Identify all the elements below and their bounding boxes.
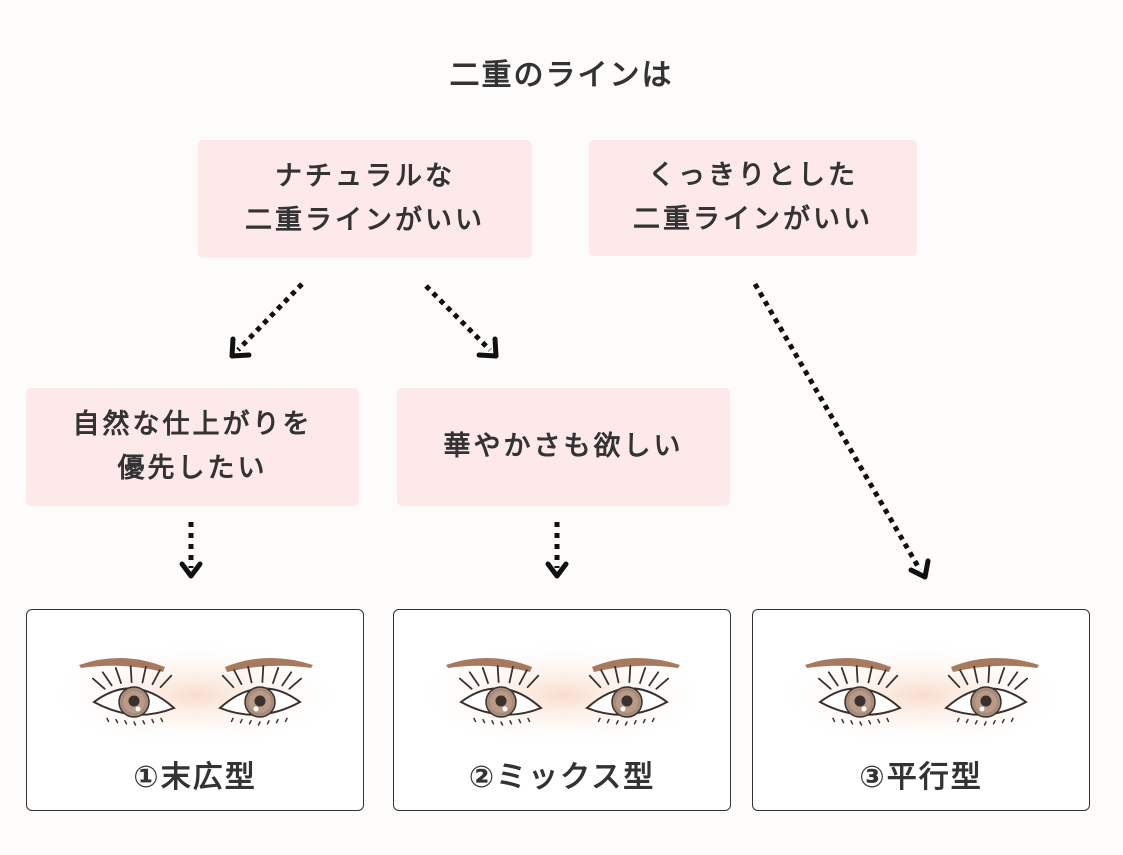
choice-text-line1: 自然な仕上がりを [72, 409, 313, 440]
arrowhead-icon [545, 561, 569, 579]
choice-text-line1: くっきりとした [648, 160, 858, 191]
skin-glow [413, 640, 713, 750]
right-eyebrow [951, 657, 1039, 672]
arrowhead-icon [476, 336, 499, 359]
result-label: ①末広型 [133, 760, 257, 795]
left-eye [817, 665, 902, 726]
left-eyebrow [79, 657, 165, 672]
left-eye [91, 665, 176, 726]
eyes-illustration-icon [413, 640, 713, 750]
arrowhead-icon [908, 558, 931, 580]
right-eyebrow [592, 657, 680, 672]
choice-clear-line: くっきりとした 二重ラインがいい [589, 140, 917, 256]
right-eye [218, 665, 303, 726]
eyes-illustration-icon [772, 640, 1072, 750]
choice-glamour: 華やかさも欲しい [397, 388, 730, 506]
right-eye [944, 665, 1029, 726]
choice-text-line2: 二重ラインがいい [245, 205, 485, 236]
arrowhead-icon [229, 336, 252, 359]
left-eyebrow [446, 657, 532, 672]
arrow-line-to-natural-finish [236, 282, 304, 352]
result-card-mix: ②ミックス型 [393, 609, 731, 811]
choice-text-line1: ナチュラルな [275, 161, 455, 192]
result-card-parallel: ③平行型 [752, 609, 1090, 811]
arrow-line-to-parallel [752, 282, 923, 572]
arrow-line-to-glamour [424, 284, 492, 352]
eyes-illustration-icon [46, 640, 346, 750]
choice-text-line1: 華やかさも欲しい [443, 431, 684, 462]
skin-glow [46, 640, 346, 750]
choice-natural-line: ナチュラルな 二重ラインがいい [198, 140, 532, 258]
choice-text-line2: 二重ラインがいい [633, 204, 873, 235]
left-eye [458, 665, 543, 726]
right-eyebrow [225, 657, 313, 672]
diagram-title: 二重のラインは [449, 58, 674, 93]
right-eye [585, 665, 670, 726]
result-label: ③平行型 [859, 760, 983, 795]
arrowhead-icon [179, 561, 203, 579]
choice-natural-finish: 自然な仕上がりを 優先したい [26, 388, 359, 506]
result-card-suehiro: ①末広型 [26, 609, 364, 811]
choice-text-line2: 優先したい [117, 453, 268, 484]
result-label: ②ミックス型 [468, 760, 656, 795]
left-eyebrow [805, 657, 891, 672]
skin-glow [772, 640, 1072, 750]
